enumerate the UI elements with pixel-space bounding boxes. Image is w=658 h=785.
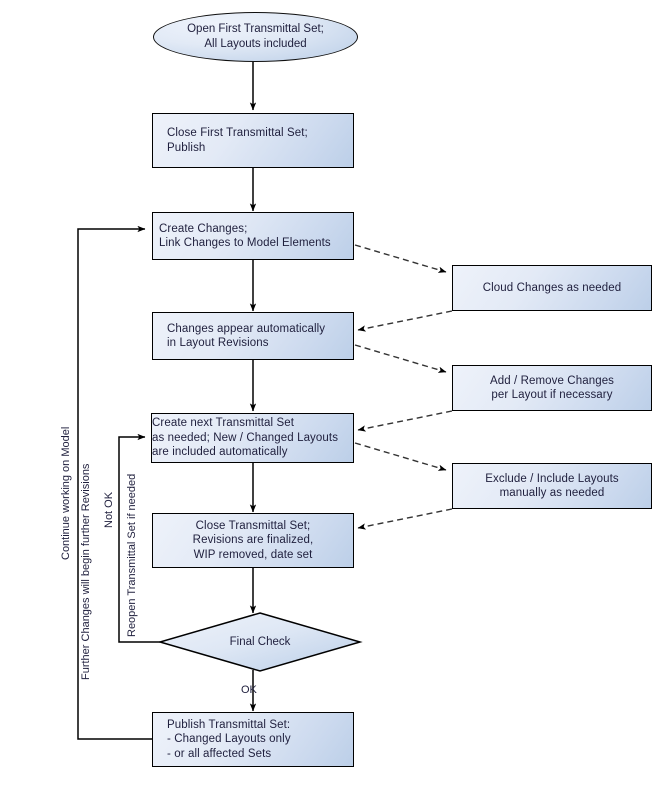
edge-label-continue-working: Continue working on Model — [60, 426, 72, 560]
connector-cloud-changes-to-changes-appear — [357, 310, 453, 332]
connector-create-changes-to-cloud-changes — [354, 244, 447, 273]
edge-label-not-ok: Not OK — [103, 491, 115, 528]
node-label: Publish Transmittal Set: - Changed Layou… — [167, 718, 291, 760]
connector-next-set-to-exclude-include — [354, 442, 447, 471]
node-label: Create Changes; Link Changes to Model El… — [159, 222, 331, 250]
node-cloud-changes[interactable]: Cloud Changes as needed — [452, 265, 652, 311]
final-check-diamond-shape — [157, 612, 363, 672]
node-label: Exclude / Include Layouts manually as ne… — [485, 472, 619, 500]
node-open-first-transmittal-set[interactable]: Open First Transmittal Set; All Layouts … — [153, 12, 358, 62]
node-label: Final Check — [229, 636, 291, 648]
node-label: Changes appear automatically in Layout R… — [167, 322, 326, 350]
node-label: Open First Transmittal Set; All Layouts … — [187, 23, 324, 50]
connector-loop-continue-working — [77, 225, 152, 740]
node-label: Close First Transmittal Set; Publish — [167, 127, 308, 154]
connector-exclude-include-to-close-set — [357, 508, 453, 530]
node-label: Create next Transmittal Set as needed; N… — [152, 417, 339, 459]
node-label: Close Transmittal Set; Revisions are fin… — [192, 519, 314, 561]
node-create-next-transmittal-set[interactable]: Create next Transmittal Set as needed; N… — [151, 413, 354, 463]
node-close-first-transmittal-set[interactable]: Close First Transmittal Set; Publish — [152, 113, 354, 168]
connector-changes-appear-to-add-remove — [354, 344, 447, 373]
edge-label-further-changes: Further Changes will begin further Revis… — [80, 463, 92, 680]
node-exclude-include-layouts[interactable]: Exclude / Include Layouts manually as ne… — [452, 463, 652, 509]
node-label: Cloud Changes as needed — [482, 281, 622, 294]
connector-loop-not-ok — [118, 433, 160, 643]
connector-add-remove-to-next-set — [357, 410, 453, 432]
node-close-transmittal-set[interactable]: Close Transmittal Set; Revisions are fin… — [152, 513, 354, 568]
node-final-check[interactable]: Final Check — [160, 613, 360, 671]
node-publish-transmittal-set[interactable]: Publish Transmittal Set: - Changed Layou… — [152, 712, 354, 767]
edge-label-reopen-set: Reopen Transmittal Set if needed — [126, 473, 138, 637]
edge-label-ok: OK — [241, 684, 257, 696]
node-changes-appear-automatically[interactable]: Changes appear automatically in Layout R… — [152, 312, 354, 360]
node-add-remove-changes[interactable]: Add / Remove Changes per Layout if neces… — [452, 365, 652, 411]
node-create-changes[interactable]: Create Changes; Link Changes to Model El… — [152, 212, 354, 260]
node-label: Add / Remove Changes per Layout if neces… — [489, 374, 615, 402]
